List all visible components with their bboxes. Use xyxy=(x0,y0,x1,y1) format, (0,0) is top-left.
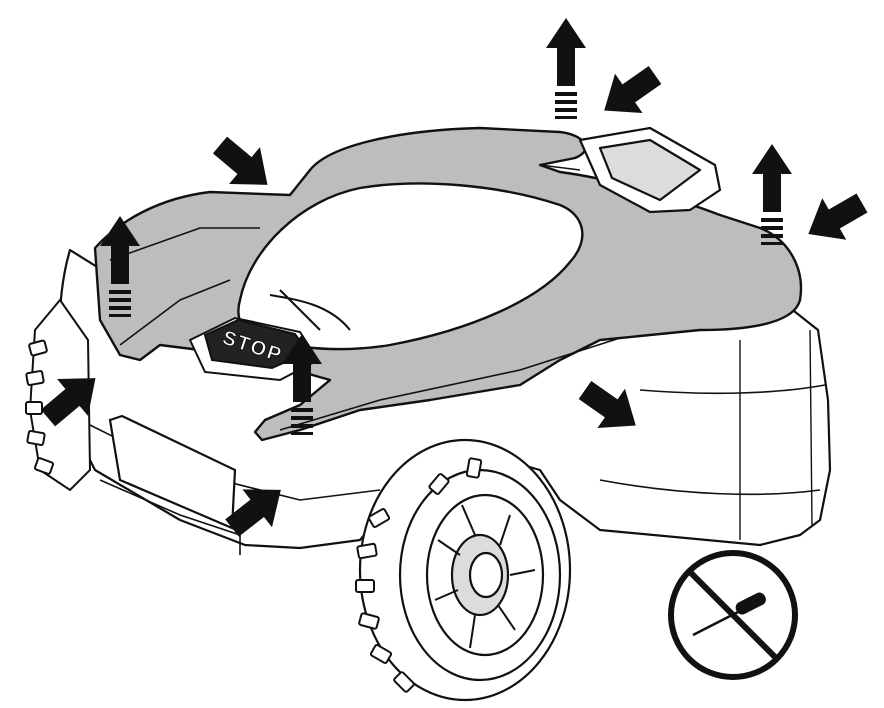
rear-display xyxy=(578,126,722,214)
front-grille xyxy=(99,414,241,555)
lift-arrow-icon xyxy=(546,18,586,119)
screwdriver-icon xyxy=(692,592,766,637)
window-handle xyxy=(269,289,351,331)
stop-button: STOP xyxy=(188,316,320,382)
rear-wheel xyxy=(355,438,572,702)
no-screwdriver-icon xyxy=(668,550,798,680)
push-arrow-icon xyxy=(590,55,669,131)
push-arrow-icon xyxy=(796,182,874,255)
